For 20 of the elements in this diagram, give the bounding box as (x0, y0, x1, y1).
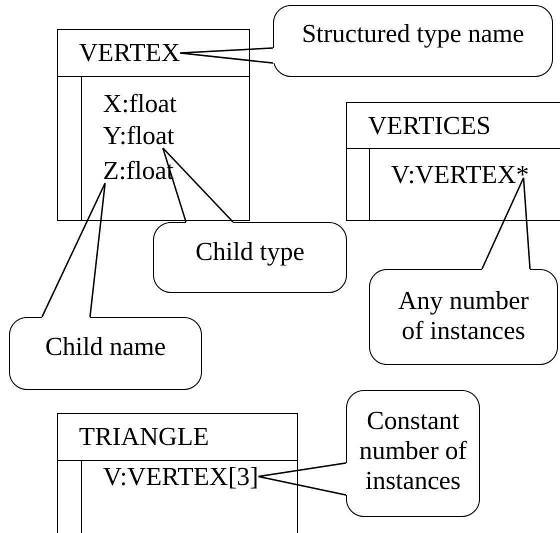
callout-pointer (162, 147, 234, 223)
speech-bubble: Child type (153, 222, 347, 293)
structure-box (346, 102, 560, 221)
field-text: X:float (103, 87, 177, 120)
callout-pointer (258, 462, 347, 496)
structure-name: VERTICES (368, 110, 491, 140)
speech-bubble: Structured type name (273, 5, 553, 77)
structure-box (57, 413, 298, 533)
speech-bubble: Constant number of instances (346, 390, 480, 517)
field-text: V:VERTEX* (391, 158, 530, 191)
speech-bubble: Child name (9, 317, 202, 390)
structure-box (57, 29, 250, 221)
callout-pointer (481, 177, 531, 270)
field-text: V:VERTEX[3] (103, 460, 258, 493)
callout-pointer (179, 47, 274, 64)
speech-bubble: Any number of instances (369, 269, 558, 365)
structure-name: VERTEX (79, 38, 180, 68)
field-text: Y:float (103, 119, 174, 152)
callout-pointer (41, 182, 106, 318)
structure-name: TRIANGLE (79, 422, 209, 452)
